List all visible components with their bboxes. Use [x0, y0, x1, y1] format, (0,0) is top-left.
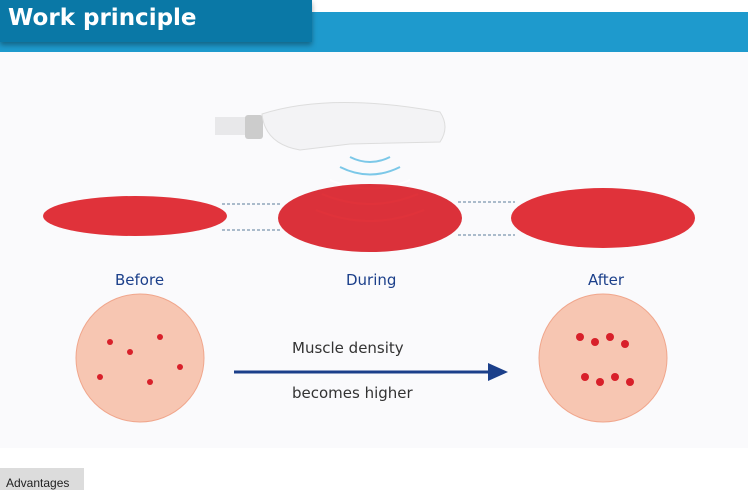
section-title: Work principle [8, 5, 197, 31]
work-principle-illustration: Before During After Muscle density becom… [0, 52, 748, 448]
label-before: Before [115, 271, 165, 289]
tissue-after [538, 293, 668, 423]
label-after: After [588, 271, 625, 289]
illustration-svg [43, 102, 695, 423]
label-during: During [346, 271, 397, 289]
caption-line1: Muscle density [292, 339, 404, 357]
muscle-before [43, 196, 227, 236]
muscle-after [511, 188, 695, 248]
handpiece-icon [215, 102, 446, 151]
muscle-during [278, 184, 462, 252]
tissue-before [75, 293, 205, 423]
arrow-right-icon [488, 363, 508, 381]
tab-advantages[interactable]: Advantages [0, 468, 84, 490]
caption-line2: becomes higher [292, 384, 413, 402]
title-box: Work principle [0, 0, 312, 42]
